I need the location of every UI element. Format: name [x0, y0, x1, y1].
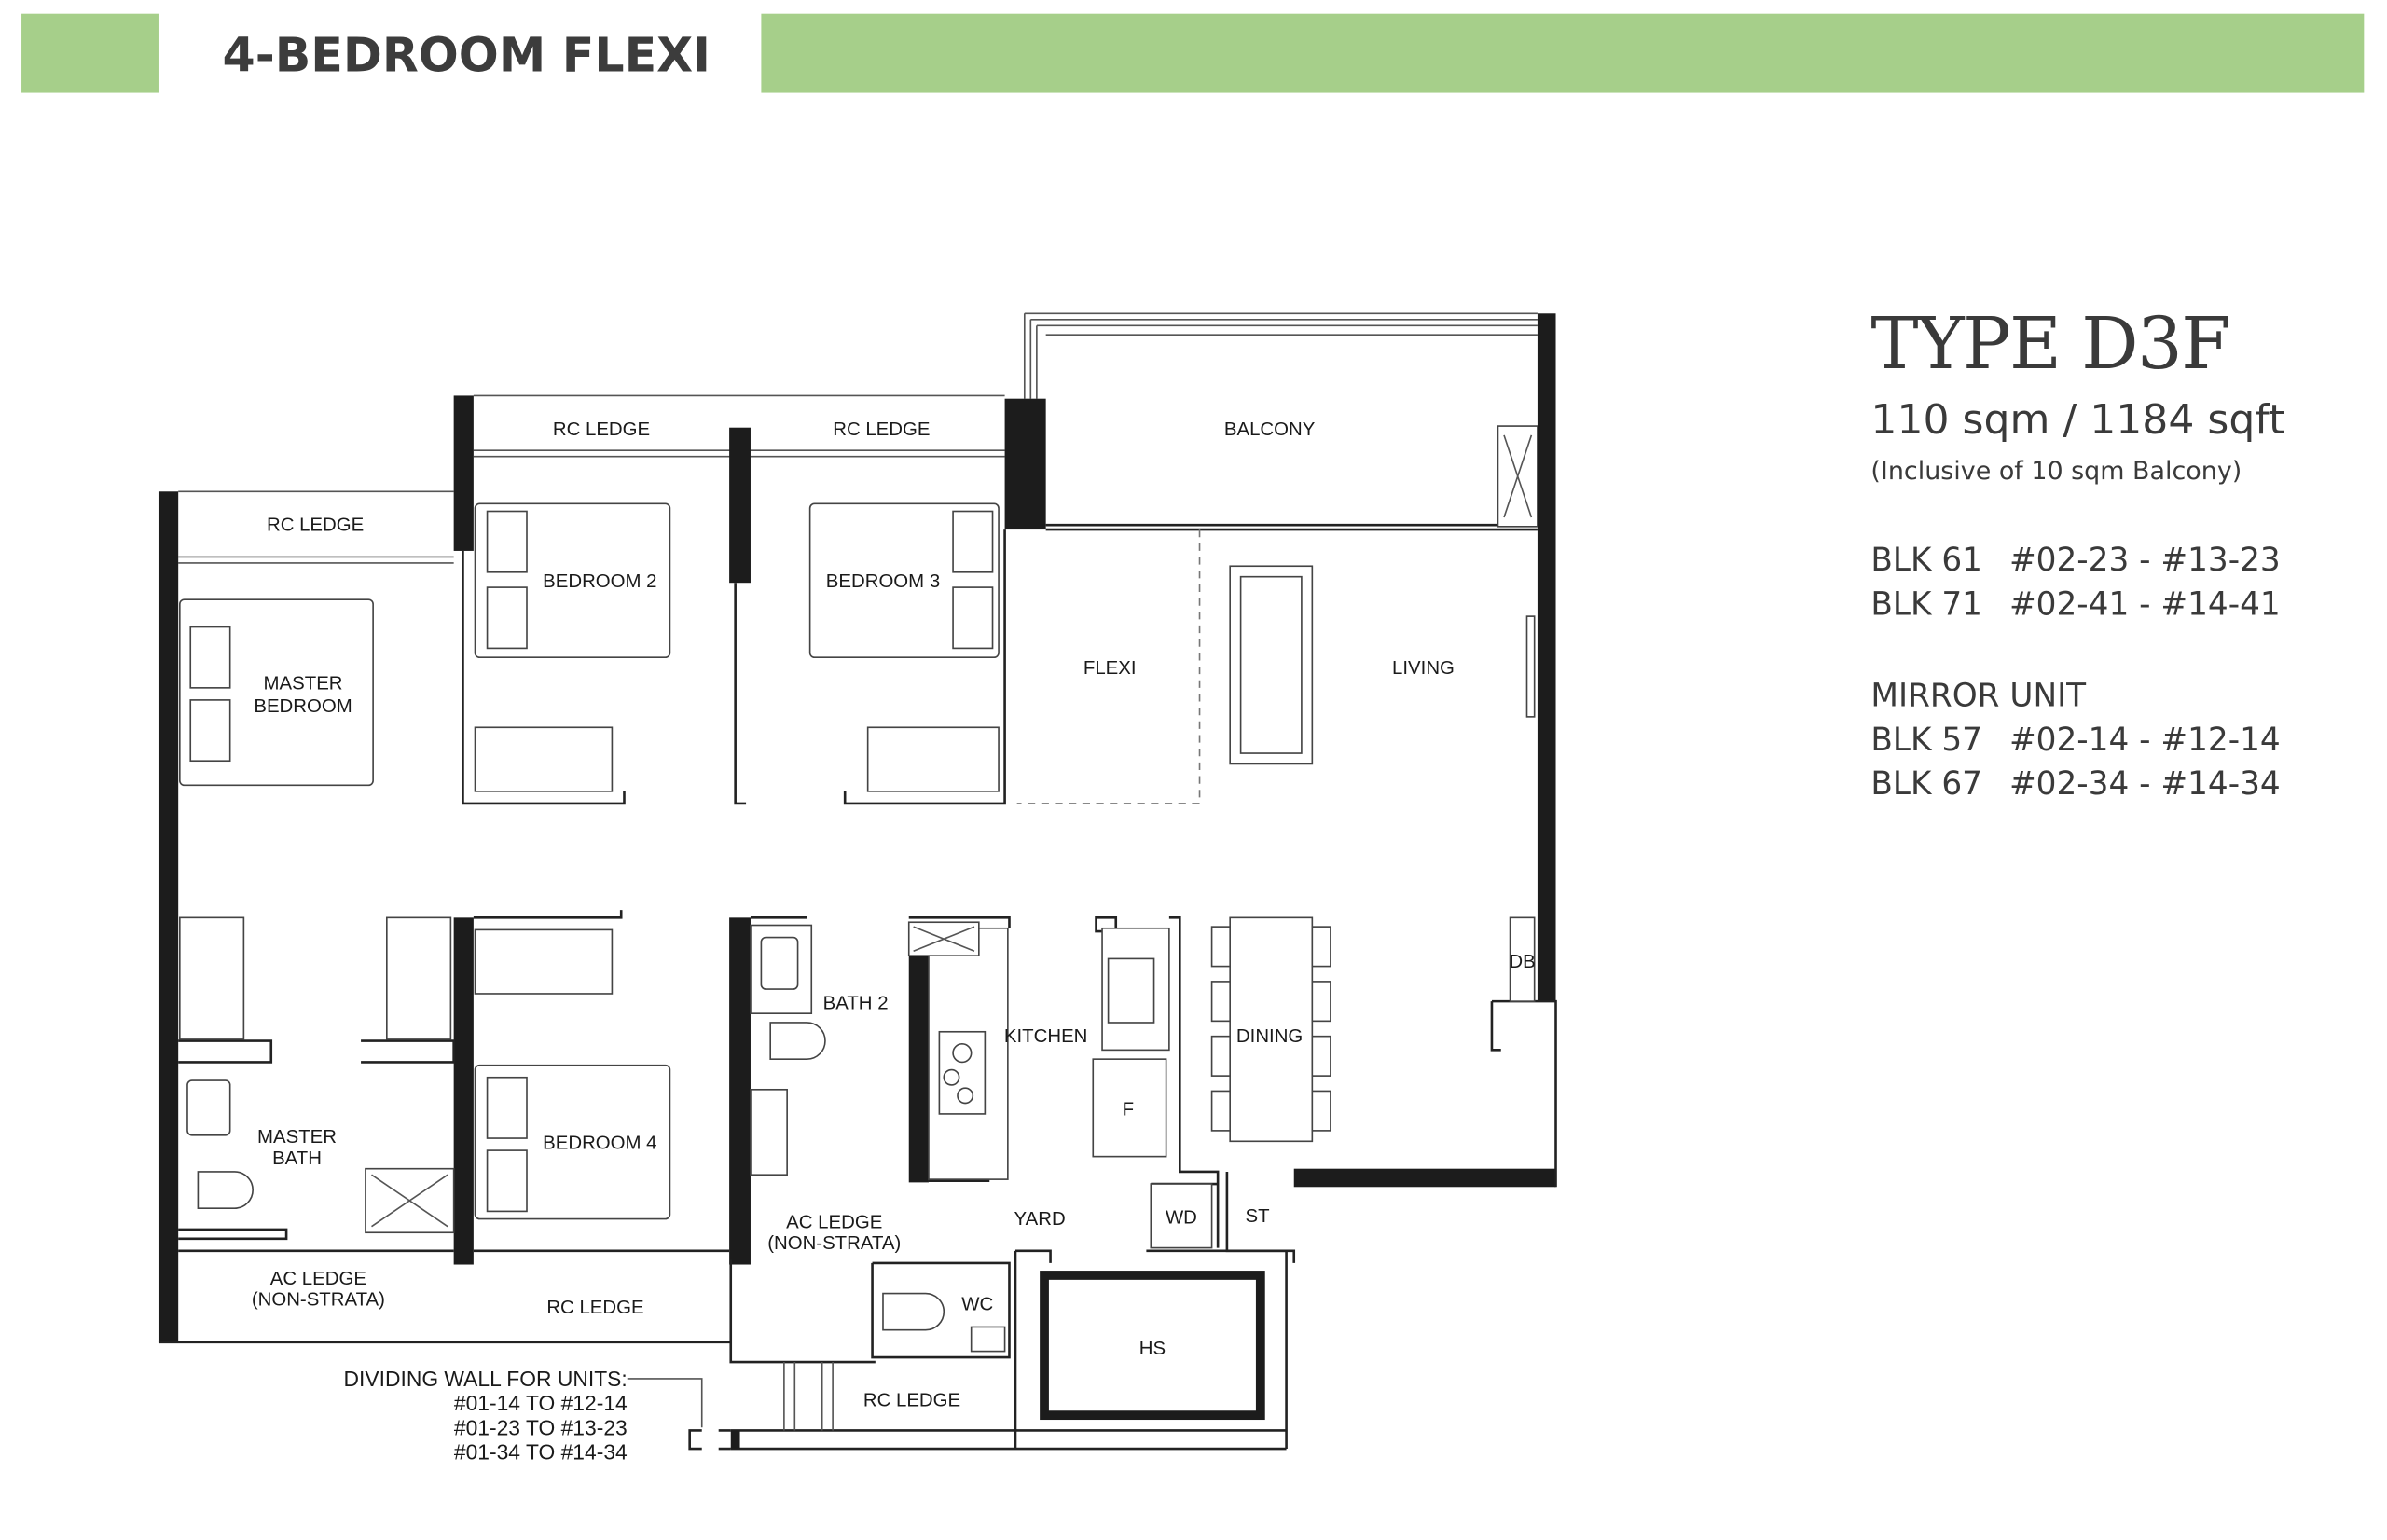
note-line: #01-34 TO #14-34 [454, 1439, 628, 1464]
room-label: RC LEDGE [863, 1390, 960, 1410]
room-label: RC LEDGE [553, 419, 650, 440]
unit-blk: BLK 71 [1870, 585, 1982, 623]
room-label: WD [1166, 1207, 1197, 1228]
dividing-wall-note: DIVIDING WALL FOR UNITS: #01-14 TO #12-1… [344, 1367, 628, 1464]
room-label: HS [1139, 1339, 1166, 1359]
room-label: (NON-STRATA) [252, 1290, 385, 1311]
room-label: RC LEDGE [833, 419, 930, 440]
room-label: MASTER [257, 1127, 337, 1148]
note-line: #01-14 TO #12-14 [454, 1391, 628, 1415]
room-label: DB [1509, 952, 1535, 972]
room-label: FLEXI [1083, 658, 1137, 679]
floor-plan [158, 312, 1557, 1451]
room-label: RC LEDGE [267, 516, 364, 536]
room-label: BEDROOM 3 [826, 571, 940, 592]
room-label: WC [961, 1295, 993, 1315]
room-label: DINING [1236, 1026, 1303, 1047]
room-label: LIVING [1392, 658, 1455, 679]
room-label: MASTER [264, 673, 343, 694]
room-label: BATH [272, 1148, 322, 1169]
room-label: BEDROOM [254, 696, 352, 717]
unit-range: #02-23 - #13-23 [2009, 542, 2281, 579]
note-title: DIVIDING WALL FOR UNITS: [344, 1367, 628, 1391]
room-label: BALCONY [1224, 419, 1316, 440]
room-label: RC LEDGE [546, 1298, 643, 1318]
unit-range: #02-41 - #14-41 [2009, 585, 2281, 623]
room-label: (NON-STRATA) [767, 1233, 901, 1254]
room-label: ST [1246, 1206, 1270, 1227]
room-label: YARD [1014, 1209, 1066, 1230]
unit-blk: BLK 57 [1870, 722, 1982, 759]
unit-type: TYPE D3F [1870, 303, 2228, 386]
room-label: BEDROOM 2 [543, 571, 656, 592]
unit-range: #02-34 - #14-34 [2009, 765, 2281, 803]
header-accent-bar [761, 13, 2365, 93]
room-label: F [1123, 1100, 1134, 1121]
unit-area-note: (Inclusive of 10 sqm Balcony) [1870, 457, 2242, 486]
unit-area: 110 sqm / 1184 sqft [1870, 396, 2284, 444]
unit-blk: BLK 61 [1870, 542, 1982, 579]
room-label: BATH 2 [823, 993, 889, 1013]
room-labels: RC LEDGE RC LEDGE BALCONY RC LEDGE BEDRO… [252, 419, 1536, 1410]
mirror-unit-title: MIRROR UNIT [1870, 677, 2087, 714]
note-line: #01-23 TO #13-23 [454, 1415, 628, 1439]
page-title: 4-BEDROOM FLEXI [223, 28, 711, 83]
unit-blk: BLK 67 [1870, 765, 1982, 803]
room-label: AC LEDGE [270, 1269, 366, 1289]
header-accent-block [21, 13, 159, 93]
room-label: AC LEDGE [786, 1212, 882, 1232]
unit-info: TYPE D3F 110 sqm / 1184 sqft (Inclusive … [1870, 303, 2284, 803]
room-label: BEDROOM 4 [543, 1133, 656, 1153]
unit-range: #02-14 - #12-14 [2009, 722, 2281, 759]
room-label: KITCHEN [1004, 1026, 1088, 1047]
